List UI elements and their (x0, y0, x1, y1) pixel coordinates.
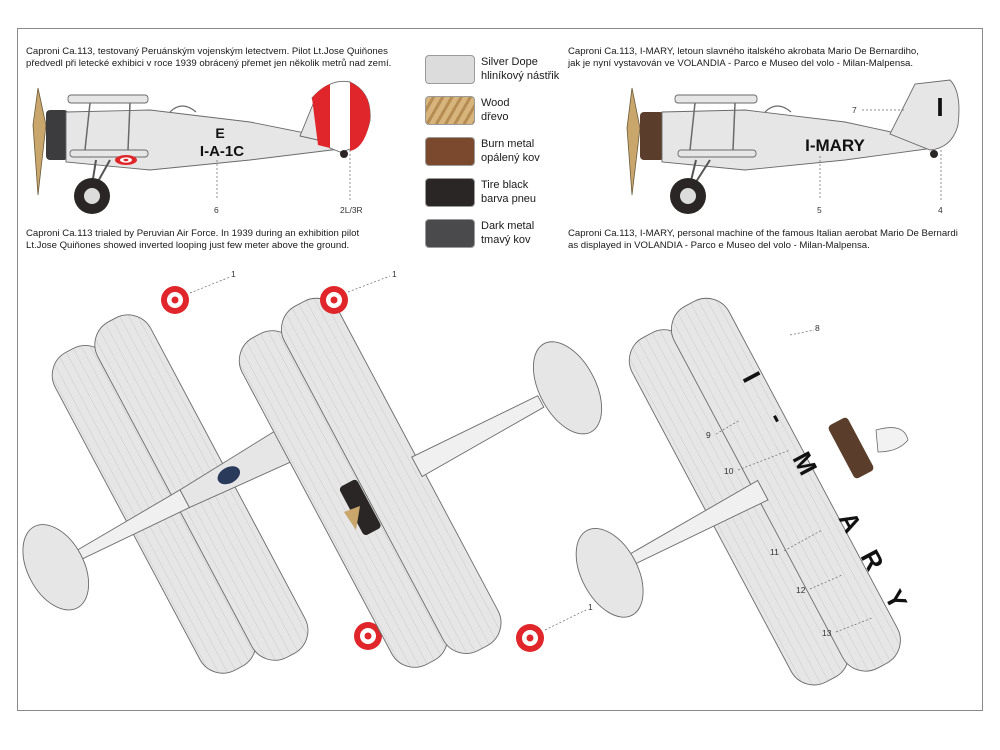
peru-code-top: E (215, 125, 224, 141)
legend-dark-metal: Dark metal tmavý kov (481, 219, 534, 247)
caption-line: předvedl při letecké exhibici v roce 193… (26, 58, 392, 69)
callout-11: 11 (770, 547, 779, 557)
legend-line: Wood (481, 97, 510, 109)
callout-2l3r: 2L/3R (340, 205, 363, 215)
swatch-dark-metal (425, 219, 475, 248)
peru-side-view: E I-A-1C 6 2L/3R (32, 80, 371, 215)
caption-imary-cz: Caproni Ca.113, I-MARY, letoun slavného … (568, 46, 919, 70)
fin-letter: I (936, 92, 943, 122)
callout-10: 10 (724, 466, 734, 476)
callout-8: 8 (815, 323, 820, 333)
callout-12: 12 (796, 585, 806, 595)
upper-wing (674, 94, 758, 104)
upper-wing (67, 94, 149, 104)
legend-line: Tire black (481, 179, 529, 191)
propeller-icon (626, 87, 641, 196)
callout-1: 1 (231, 269, 236, 279)
peru-bottom-view: 1 1 (238, 269, 603, 668)
callout-1: 1 (392, 269, 397, 279)
caption-line: Caproni Ca.113 trialed by Peruvian Air F… (26, 228, 360, 239)
caption-peru-en: Caproni Ca.113 trialed by Peruvian Air F… (26, 228, 359, 252)
roundel-icon (516, 624, 544, 652)
legend-line: hliníkový nástřik (481, 70, 560, 82)
caption-line: Caproni Ca.113, I-MARY, letoun slavného … (568, 46, 919, 57)
roundel-icon (161, 286, 189, 314)
engine-cowling (46, 110, 68, 160)
caption-line: Caproni Ca.113, I-MARY, personal machine… (568, 228, 958, 239)
legend-burn-metal: Burn metal opálený kov (481, 137, 540, 165)
legend-line: dřevo (481, 111, 509, 123)
callout-6: 6 (214, 205, 219, 215)
legend-silver-dope: Silver Dope hliníkový nástřik (481, 55, 559, 83)
caption-line: Caproni Ca.113, testovaný Peruánským voj… (26, 46, 388, 57)
callout-7: 7 (852, 105, 857, 115)
caption-line: as displayed in VOLANDIA - Parco e Museo… (568, 240, 870, 251)
propeller-icon (32, 87, 47, 196)
callout-1: 1 (588, 602, 593, 612)
sheet-frame (17, 28, 983, 711)
callout-13: 13 (822, 628, 832, 638)
lower-wing (69, 149, 149, 158)
caption-line: jak je nyní vystavován ve VOLANDIA - Par… (568, 58, 913, 69)
rudder-stripe-red (312, 84, 330, 148)
peru-code-main: I-A-1C (200, 143, 244, 160)
legend-line: opálený kov (481, 152, 540, 164)
swatch-wood (425, 96, 475, 125)
imary-top-view: I - M A R Y 8 9 10 11 12 13 (575, 297, 913, 686)
legend-line: tmavý kov (481, 234, 531, 246)
caption-imary-en: Caproni Ca.113, I-MARY, personal machine… (568, 228, 958, 252)
callout-5: 5 (817, 205, 822, 215)
fuselage (661, 109, 935, 171)
legend-line: barva pneu (481, 193, 537, 205)
fin-rudder (889, 79, 960, 151)
swatch-silver-dope (425, 55, 475, 84)
peru-top-view: 1 1 (22, 269, 429, 674)
imary-registration: I-MARY (805, 136, 865, 155)
rudder-stripe-red (350, 82, 371, 151)
engine-cowling (640, 112, 664, 160)
callout-4: 4 (938, 205, 943, 215)
legend-line: Silver Dope (481, 56, 538, 68)
legend-wood: Wood dřevo (481, 96, 510, 124)
roundel-icon (320, 286, 348, 314)
imary-side-view: I I-MARY 7 5 4 (626, 79, 960, 215)
legend-line: Burn metal (481, 138, 535, 150)
roundel-icon (354, 622, 382, 650)
swatch-tire-black (425, 178, 475, 207)
lower-wing (677, 149, 757, 158)
legend-line: Dark metal (481, 220, 535, 232)
caption-peru-cz: Caproni Ca.113, testovaný Peruánským voj… (26, 46, 391, 70)
callout-9: 9 (706, 430, 711, 440)
swatch-burn-metal (425, 137, 475, 166)
legend-tire-black: Tire black barva pneu (481, 178, 536, 206)
caption-line: Lt.Jose Quiňones showed inverted looping… (26, 240, 350, 251)
